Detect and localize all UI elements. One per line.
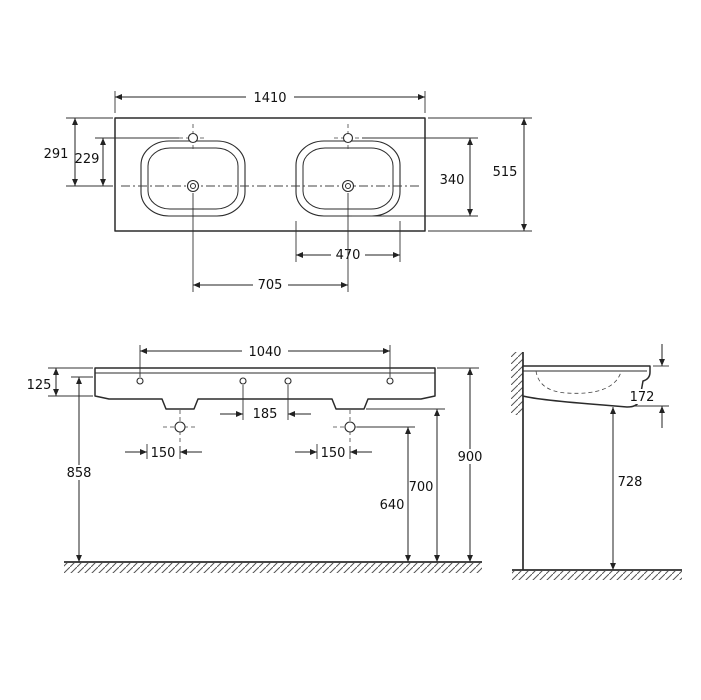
- dim-fixing-hole-span: 1040: [139, 343, 391, 377]
- fixing-hole-right-icon: [386, 377, 394, 385]
- side-view: 172 728: [511, 344, 682, 580]
- dim-label: 858: [67, 466, 92, 481]
- dim-label: 291: [44, 147, 69, 162]
- bracket-hole-left-icon: [174, 421, 186, 433]
- dim-label: 640: [380, 498, 405, 513]
- dim-center-hole-span: 185: [220, 385, 311, 422]
- dim-floor-to-underside: 858: [62, 376, 96, 562]
- dim-label: 700: [409, 480, 434, 495]
- dim-overall-depth: 515: [428, 117, 532, 232]
- dim-bowl-inner-depth: 340: [352, 137, 478, 217]
- fixing-hole-left-icon: [136, 377, 144, 385]
- dim-floor-to-recess: 700: [366, 408, 445, 562]
- dim-floor-to-top: 900: [437, 367, 488, 562]
- basin-front-profile: [94, 367, 436, 410]
- dim-label: 705: [258, 278, 283, 293]
- drain-left-icon: [186, 179, 200, 193]
- center-hole-left-icon: [239, 377, 247, 385]
- dim-label: 150: [321, 446, 346, 461]
- dim-label: 185: [253, 407, 278, 422]
- dim-overall-width: 1410: [114, 89, 426, 113]
- front-view: 1040 125 185 150: [27, 343, 488, 573]
- dim-front-edge-height: 125: [27, 367, 93, 397]
- dim-label: 125: [27, 378, 52, 393]
- basin-side-profile: [522, 365, 651, 408]
- dim-label: 728: [618, 475, 643, 490]
- drain-right-icon: [341, 179, 355, 193]
- bracket-hole-left: [163, 410, 197, 444]
- dim-floor-to-front-underside: 728: [609, 407, 643, 570]
- dim-label: 150: [151, 446, 176, 461]
- dim-label: 515: [493, 165, 518, 180]
- tap-hole-right-icon: [342, 132, 354, 144]
- dim-tap-to-bowl-center: 229: [75, 137, 179, 186]
- dim-front-apron-height: 172: [626, 344, 669, 428]
- center-hole-right-icon: [284, 377, 292, 385]
- dim-label: 172: [630, 390, 655, 405]
- dim-right-hole-offset: 150: [295, 444, 372, 461]
- dim-label: 900: [458, 450, 483, 465]
- dim-label: 340: [440, 173, 465, 188]
- wall-hatch: [511, 352, 523, 415]
- dim-label: 1410: [253, 91, 286, 106]
- dim-label: 229: [75, 152, 100, 167]
- bracket-hole-right-icon: [344, 421, 356, 433]
- dim-label: 1040: [248, 345, 281, 360]
- dim-bowl-center-distance: 705: [192, 193, 349, 293]
- floor-hatch-side: [512, 571, 682, 580]
- dim-floor-to-fixing-holes: 640: [357, 426, 415, 562]
- tap-hole-left-icon: [187, 132, 199, 144]
- top-view: 1410 291 229 515 340: [44, 89, 532, 293]
- dim-front-to-bowl-center: 291: [44, 117, 113, 187]
- dim-left-hole-offset: 150: [125, 444, 202, 461]
- floor-hatch-front: [64, 563, 482, 573]
